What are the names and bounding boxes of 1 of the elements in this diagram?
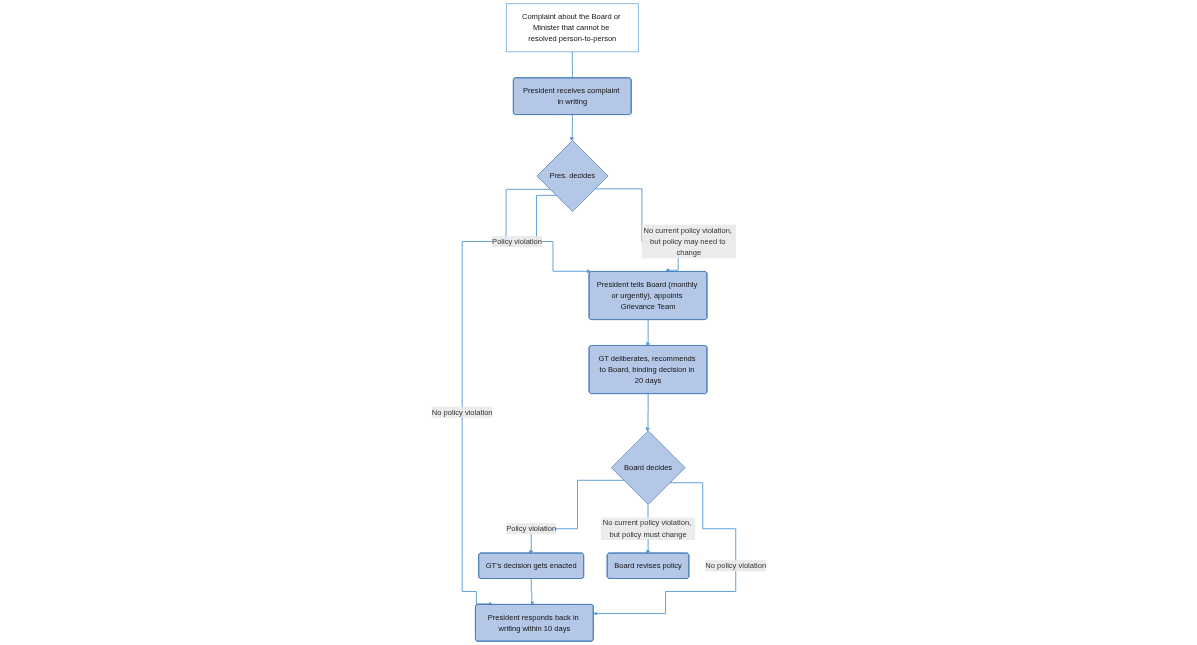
connector	[571, 51, 573, 79]
